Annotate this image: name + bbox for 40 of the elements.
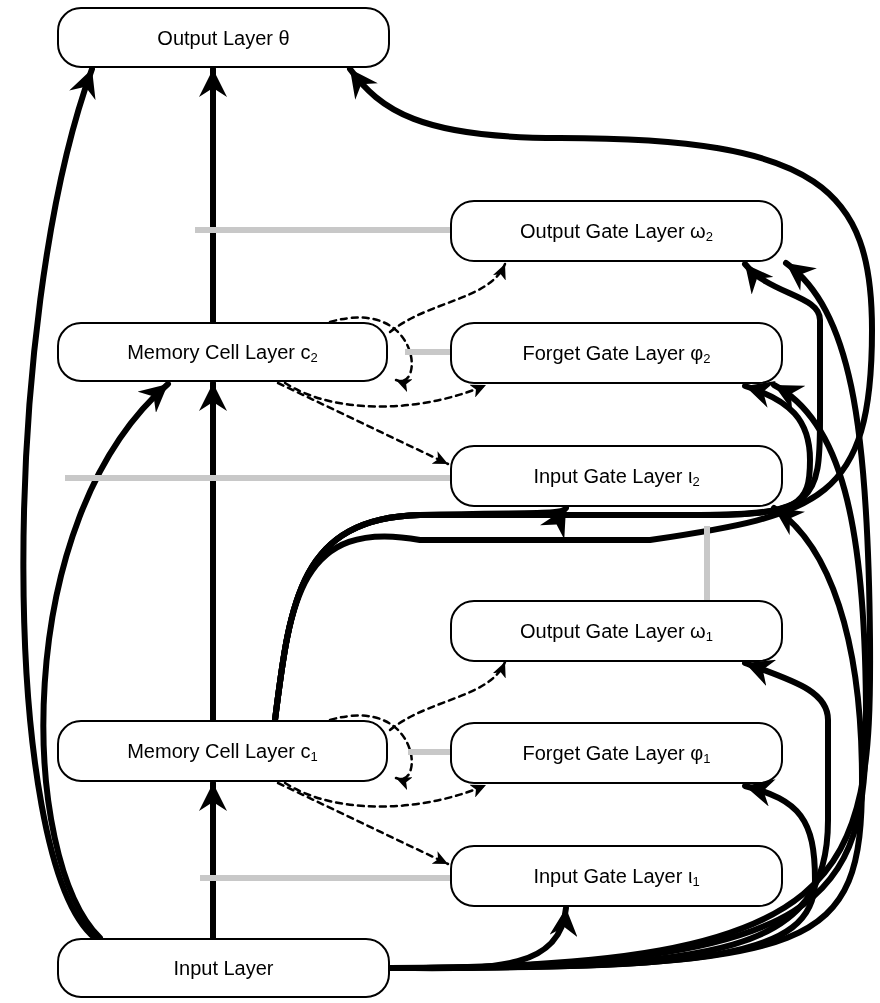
gate-bar <box>408 749 450 755</box>
layer-box <box>450 600 783 662</box>
layer-label: Input Layer <box>173 956 274 981</box>
layer-label: Input Gate Layer ι$_{1}$ <box>533 864 700 891</box>
layer-label: Memory Cell Layer c$_{2}$ <box>127 340 318 367</box>
layer-box <box>450 322 783 384</box>
layer-label: Forget Gate Layer φ$_{1}$ <box>522 741 711 768</box>
gate-bar <box>405 349 450 355</box>
layer-label: Output Layer θ <box>157 25 290 51</box>
layer-box <box>450 200 783 262</box>
arrow <box>328 714 414 787</box>
layer-box <box>57 938 390 998</box>
arrow <box>283 781 488 808</box>
arrow <box>276 381 450 466</box>
arrow <box>276 781 450 866</box>
layer-label: Output Gate Layer ω$_{1}$ <box>520 619 713 646</box>
arrow <box>283 381 488 408</box>
arrow <box>20 66 98 941</box>
layer-label: Forget Gate Layer φ$_{2}$ <box>522 341 711 368</box>
layer-box <box>450 722 783 784</box>
layer-label: Input Gate Layer ι$_{2}$ <box>533 464 700 491</box>
layer-label: Memory Cell Layer c$_{1}$ <box>127 739 318 766</box>
layer-label: Output Gate Layer ω$_{2}$ <box>520 219 713 246</box>
arrow <box>388 262 507 334</box>
arrow <box>328 316 414 389</box>
layer-box <box>57 7 390 68</box>
arrow <box>388 660 507 732</box>
layer-box <box>57 720 388 782</box>
gate-bar <box>200 875 450 881</box>
arrow <box>199 380 227 723</box>
gate-bar <box>704 526 710 600</box>
layer-box <box>57 322 388 382</box>
arrow <box>40 381 171 941</box>
arrow <box>272 66 875 723</box>
arrow <box>199 780 227 941</box>
layer-box <box>450 845 783 907</box>
arrow <box>199 66 227 325</box>
gate-bar <box>195 227 450 233</box>
layer-box <box>450 445 783 507</box>
gate-bar <box>65 475 450 481</box>
